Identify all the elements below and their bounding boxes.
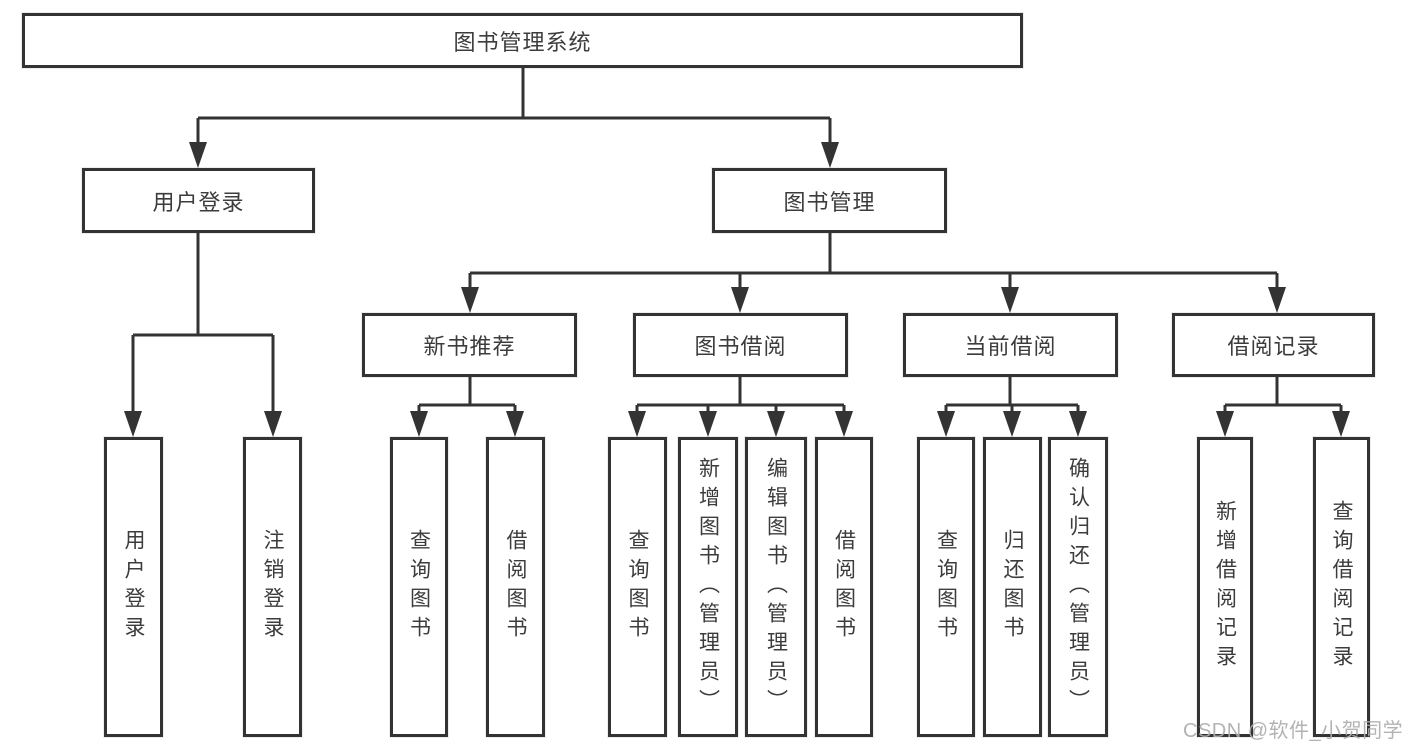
leaf-cur-return-books-label: 归还图书 — [1001, 529, 1024, 645]
node-user-login: 用户登录 — [82, 168, 315, 233]
leaf-rec-query-books-label: 查询图书 — [407, 529, 431, 645]
node-user-login-label: 用户登录 — [152, 189, 245, 215]
node-new-book-rec: 新书推荐 — [362, 313, 577, 377]
leaf-user-login-label: 用户登录 — [122, 529, 145, 645]
leaf-cur-query-books: 查询图书 — [917, 437, 975, 737]
node-book-mgmt: 图书管理 — [712, 168, 947, 233]
node-root-label: 图书管理系统 — [453, 29, 592, 55]
leaf-bor-add-books: 新增图书（管理员） — [678, 437, 738, 737]
leaf-cur-query-books-label: 查询图书 — [934, 529, 958, 645]
leaf-bor-edit-books-label: 编辑图书（管理员） — [764, 456, 788, 718]
leaf-bor-edit-books: 编辑图书（管理员） — [745, 437, 807, 737]
leaf-bor-borrow-books-label: 借阅图书 — [832, 529, 856, 645]
node-book-borrow-label: 图书借阅 — [694, 334, 787, 359]
csdn-watermark: CSDN @软件_小贺同学 — [1183, 720, 1404, 742]
leaf-cur-confirm-return: 确认归还（管理员） — [1048, 437, 1108, 737]
leaf-records-add: 新增借阅记录 — [1197, 437, 1253, 737]
leaf-records-add-label: 新增借阅记录 — [1213, 500, 1237, 674]
node-root: 图书管理系统 — [22, 13, 1023, 68]
leaf-bor-query-books: 查询图书 — [608, 437, 667, 737]
node-borrow-records-label: 借阅记录 — [1227, 334, 1320, 359]
leaf-records-query: 查询借阅记录 — [1313, 437, 1370, 737]
leaf-bor-query-books-label: 查询图书 — [626, 529, 649, 645]
leaf-cur-confirm-return-label: 确认归还（管理员） — [1066, 456, 1090, 718]
arrowheads — [124, 142, 1350, 437]
leaf-bor-add-books-label: 新增图书（管理员） — [696, 456, 720, 718]
node-book-borrow: 图书借阅 — [633, 313, 848, 377]
leaf-rec-borrow-books-label: 借阅图书 — [504, 529, 527, 645]
node-current-borrow-label: 当前借阅 — [964, 334, 1057, 359]
node-current-borrow: 当前借阅 — [903, 313, 1118, 377]
leaf-bor-borrow-books: 借阅图书 — [815, 437, 873, 737]
node-new-book-rec-label: 新书推荐 — [423, 334, 516, 359]
leaf-rec-query-books: 查询图书 — [390, 437, 448, 737]
leaf-cur-return-books: 归还图书 — [983, 437, 1042, 737]
node-book-mgmt-label: 图书管理 — [783, 189, 876, 215]
leaf-logout: 注销登录 — [243, 437, 302, 737]
leaf-rec-borrow-books: 借阅图书 — [486, 437, 545, 737]
connector-paths — [131, 68, 1343, 415]
leaf-user-login: 用户登录 — [104, 437, 163, 737]
leaf-records-query-label: 查询借阅记录 — [1330, 500, 1353, 674]
leaf-logout-label: 注销登录 — [261, 529, 284, 645]
node-borrow-records: 借阅记录 — [1172, 313, 1375, 377]
